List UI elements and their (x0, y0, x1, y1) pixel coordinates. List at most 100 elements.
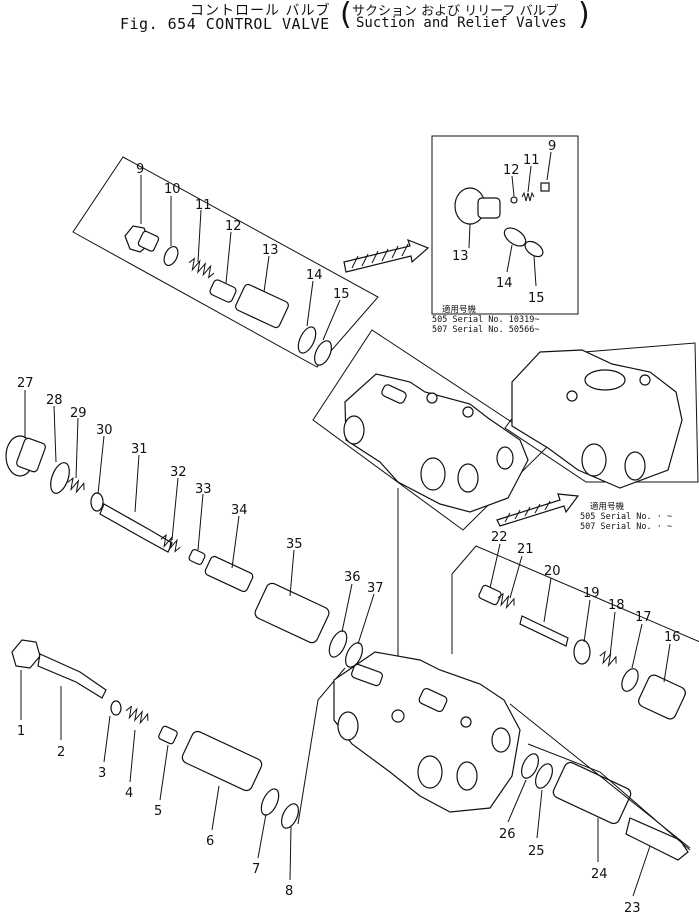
hatched-arrow-lower (496, 493, 580, 527)
part-19-washer (573, 639, 591, 665)
callout-26: 26 (499, 827, 516, 842)
callout-31: 31 (131, 442, 148, 457)
lower-body-port-1 (337, 711, 359, 741)
part-36-oring (328, 630, 348, 658)
part-16-plug (638, 674, 686, 720)
upper-body-bolt-hole-2 (462, 406, 474, 418)
part-14-oring (297, 326, 317, 354)
part-4-spring (125, 705, 149, 725)
part-31-stem (99, 503, 173, 553)
callout-11: 11 (195, 198, 212, 213)
alt-body-port-2 (624, 451, 646, 481)
part-11-spring (188, 257, 215, 279)
alt-body-bolt-2 (639, 374, 651, 386)
part-21-spring (497, 592, 515, 610)
part-35-sleeve (254, 582, 330, 644)
serial-note-lower-label: 適用号機 (590, 502, 625, 512)
lower-body-port-4 (491, 727, 511, 753)
callout-8: 8 (285, 884, 293, 899)
serial-note-lower-line2: 507 Serial No. · ~ (580, 522, 673, 532)
callout-20: 20 (544, 564, 561, 579)
leader-lines (20, 151, 671, 897)
callout-18: 18 (608, 598, 625, 613)
inset-frame (431, 135, 579, 315)
callout-14: 14 (306, 268, 323, 283)
part-3-oring (110, 700, 122, 716)
part-25-oring (535, 763, 553, 789)
subtitle-japanese: サクション および リリーフ バルブ (352, 4, 559, 19)
alt-body-top-port (584, 369, 626, 391)
inset-part-9-plug (540, 182, 550, 192)
group-frame-right-top (451, 545, 699, 643)
upper-body-port-2 (420, 457, 446, 491)
part-1-nut (11, 639, 41, 669)
callout-29: 29 (70, 406, 87, 421)
subtitle-english: Suction and Relief Valves (356, 15, 567, 31)
inset-callout-14: 14 (496, 276, 513, 291)
upper-body-bolt-hole (426, 392, 438, 404)
callout-30: 30 (96, 423, 113, 438)
callout-17: 17 (635, 610, 652, 625)
callout-5: 5 (154, 804, 162, 819)
part-2-adjust-screw (37, 653, 107, 699)
callout-6: 6 (206, 834, 214, 849)
inset-callout-15: 15 (528, 291, 545, 306)
inset-part-11-spring (521, 191, 535, 202)
inset-callout-9: 9 (548, 139, 556, 154)
callout-23: 23 (624, 901, 641, 916)
hatched-arrow-upper (343, 238, 430, 273)
serial-note-upper-label: 適用号機 (442, 305, 477, 315)
part-13-sleeve (235, 283, 289, 329)
part-23-plunger (625, 817, 689, 861)
callout-13: 13 (262, 243, 279, 258)
callout-19: 19 (583, 586, 600, 601)
upper-body-boss-1 (381, 384, 407, 404)
upper-body-port-3 (457, 463, 479, 493)
serial-note-upper-line1: 505 Serial No. 10319~ (432, 315, 540, 325)
inset-callout-12: 12 (503, 163, 520, 178)
alt-body-port-1 (581, 443, 607, 477)
callout-32: 32 (170, 465, 187, 480)
callout-37: 37 (367, 581, 384, 596)
callout-22: 22 (491, 530, 508, 545)
lower-body-pocket (418, 687, 448, 713)
part-10-oring (163, 245, 179, 267)
body-frame-upper (312, 329, 549, 531)
part-27-cap (16, 437, 46, 473)
callout-25: 25 (528, 844, 545, 859)
inset-part-13-body (477, 197, 501, 219)
callout-21: 21 (517, 542, 534, 557)
left-relief-valve-group (5, 435, 363, 668)
lower-body-bolt-hole-2 (460, 716, 472, 728)
part-29-spring (67, 477, 85, 494)
callout-1: 1 (17, 724, 25, 739)
part-20-stem (519, 615, 569, 647)
callout-numbers: 9 10 11 12 13 14 15 27 28 29 30 31 32 33… (17, 139, 681, 916)
inset-callout-11: 11 (523, 153, 540, 168)
callout-7: 7 (252, 862, 260, 877)
lower-body-bolt-hole (391, 709, 405, 723)
callout-16: 16 (664, 630, 681, 645)
inset-callout-13: 13 (452, 249, 469, 264)
title-japanese: コントロール バルブ (190, 3, 331, 19)
part-22-poppet (478, 584, 502, 606)
alternate-valve-body (504, 342, 699, 489)
part-33-piston (188, 548, 206, 566)
part-30-washer (90, 492, 104, 512)
figure-title: Fig. 654 CONTROL VALVE (120, 15, 330, 33)
upper-valve-body (312, 329, 549, 531)
lower-right-valve-group (509, 703, 691, 861)
part-28-oring (50, 462, 70, 494)
callout-4: 4 (125, 786, 133, 801)
part-7-oring (260, 788, 280, 816)
group-frame-lower-right-2 (509, 703, 691, 849)
callout-34: 34 (231, 503, 248, 518)
inset-part-15-oring (524, 240, 544, 258)
part-32-spring (160, 533, 181, 553)
callout-28: 28 (46, 393, 63, 408)
arrow-hatching-upper (351, 243, 409, 269)
part-17-oring (621, 668, 639, 692)
callout-9: 9 (136, 162, 144, 177)
part-12-poppet (209, 279, 237, 303)
